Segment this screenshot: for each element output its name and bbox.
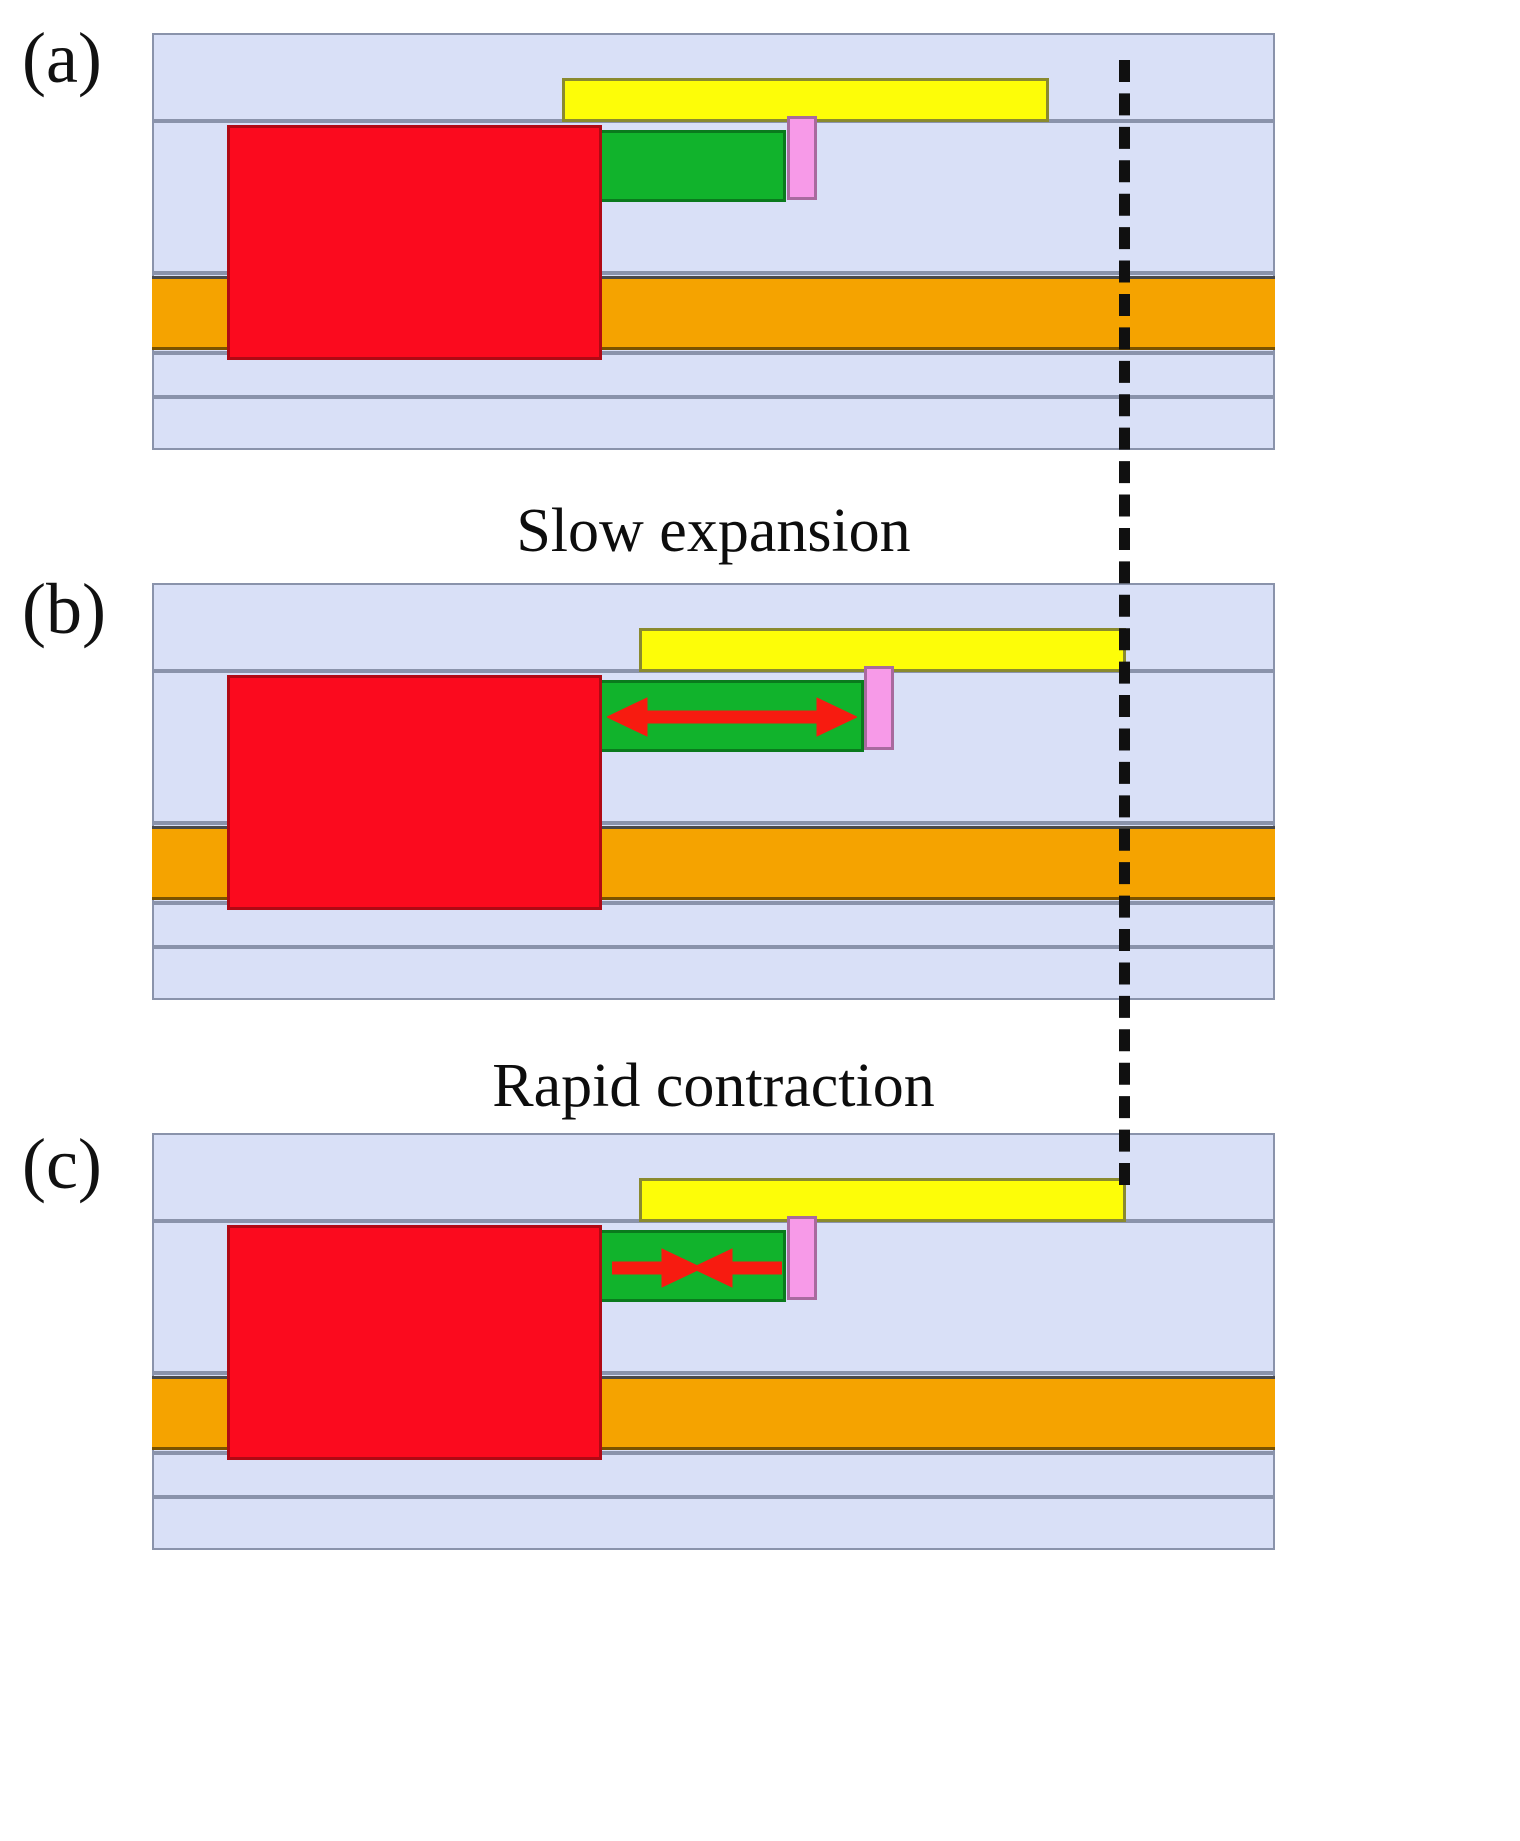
- green-channel-a: [599, 130, 786, 202]
- red-block-c: [227, 1225, 602, 1460]
- red-block-b: [227, 675, 602, 910]
- panel-a: [152, 33, 1275, 450]
- panel-label-c: (c): [22, 1124, 102, 1204]
- substrate-layer-lower-c: [152, 1453, 1275, 1497]
- pink-spacer-b: [864, 666, 894, 750]
- pink-spacer-a: [787, 116, 817, 200]
- panel-b: [152, 583, 1275, 1000]
- panel-label-b: (b): [22, 569, 106, 649]
- vertical-dashed-reference-line: [1119, 60, 1130, 1185]
- green-channel-c: [599, 1230, 786, 1302]
- green-channel-b: [599, 680, 864, 752]
- caption-slow-expansion: Slow expansion: [516, 497, 911, 565]
- panel-label-a: (a): [22, 18, 102, 98]
- substrate-layer-base-c: [152, 1497, 1275, 1550]
- substrate-layer-base-a: [152, 397, 1275, 450]
- substrate-layer-lower-b: [152, 903, 1275, 947]
- caption-rapid-contraction: Rapid contraction: [492, 1052, 935, 1120]
- substrate-layer-base-b: [152, 947, 1275, 1000]
- yellow-electrode-b: [639, 628, 1126, 672]
- panel-c: [152, 1133, 1275, 1550]
- red-block-a: [227, 125, 602, 360]
- substrate-layer-lower-a: [152, 353, 1275, 397]
- pink-spacer-c: [787, 1216, 817, 1300]
- yellow-electrode-c: [639, 1178, 1126, 1222]
